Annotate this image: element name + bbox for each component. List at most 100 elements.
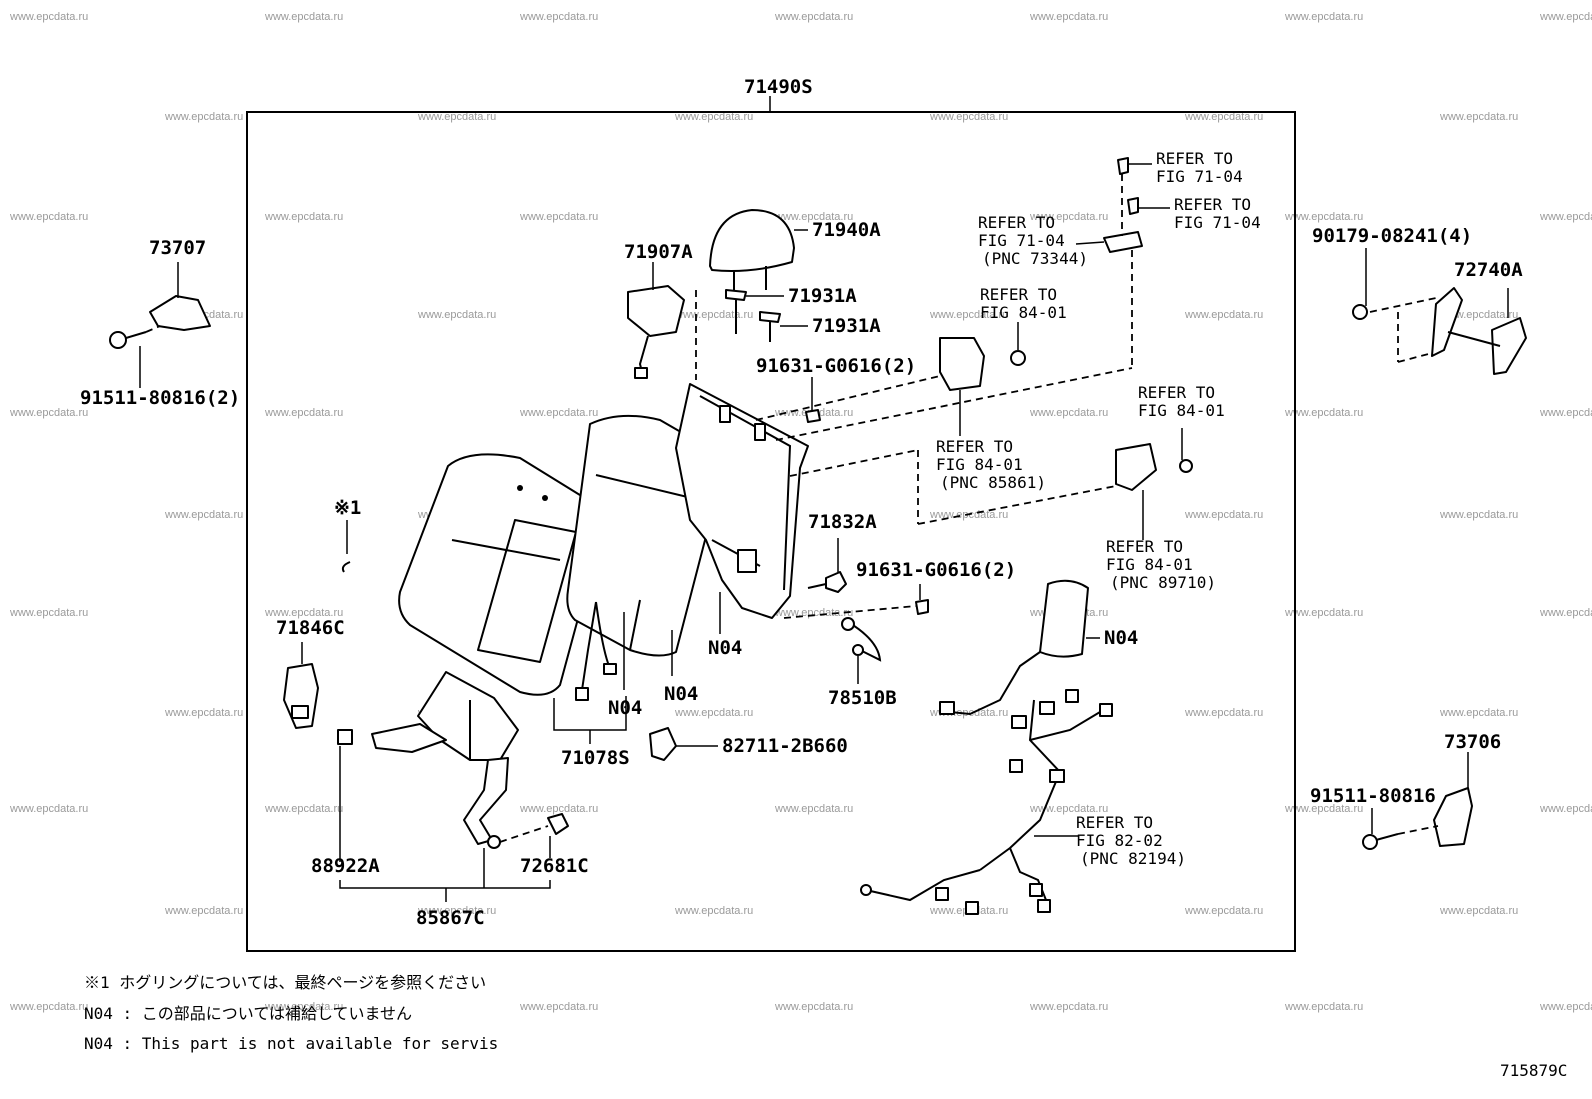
assembly-number[interactable]: 71490S: [744, 76, 813, 98]
watermark-text: www.epcdata.ru: [1439, 111, 1518, 123]
refer-callout-4-line1[interactable]: REFER TO: [980, 285, 1057, 304]
watermark-text: www.epcdata.ru: [9, 1001, 88, 1013]
part-label-72681C[interactable]: 72681C: [520, 855, 589, 877]
part-label-91631-G0616-upper[interactable]: 91631-G0616(2): [756, 355, 916, 377]
refer-callout-2-line2[interactable]: FIG 71-04: [1174, 213, 1261, 232]
part-label-71078S[interactable]: 71078S: [561, 747, 630, 769]
recliner-drawing-72740A[interactable]: [1431, 287, 1527, 375]
watermark-text: www.epcdata.ru: [519, 11, 598, 23]
n04-label-cover[interactable]: N04: [664, 683, 698, 705]
part-label-71907A[interactable]: 71907A: [624, 241, 693, 263]
watermark-text: www.epcdata.ru: [164, 111, 243, 123]
part-label-88922A[interactable]: 88922A: [311, 855, 380, 877]
seat-back-frame-drawing[interactable]: [675, 383, 809, 619]
part-label-73706[interactable]: 73706: [1444, 731, 1501, 753]
part-label-91511-80816-2[interactable]: 91511-80816(2): [80, 387, 240, 409]
refer-callout-5-line1[interactable]: REFER TO: [936, 437, 1013, 456]
cover-drawing-73706[interactable]: [1433, 787, 1473, 847]
watermark-text: www.epcdata.ru: [1284, 11, 1363, 23]
footnote-n04-en: N04 : This part is not available for ser…: [84, 1034, 498, 1053]
watermark-text: www.epcdata.ru: [1539, 211, 1592, 223]
refer-callout-5-line2[interactable]: FIG 84-01: [936, 455, 1023, 474]
part-label-91511-80816[interactable]: 91511-80816: [1310, 785, 1436, 807]
assembly-frame: [246, 111, 1296, 952]
watermark-text: www.epcdata.ru: [417, 905, 496, 917]
watermark-text: www.epcdata.ru: [674, 707, 753, 719]
module-drawing-89710[interactable]: [1115, 443, 1193, 491]
watermark-text: www.epcdata.ru: [264, 11, 343, 23]
clamp-drawing-82711[interactable]: [649, 727, 677, 761]
watermark-text: www.epcdata.ru: [1184, 707, 1263, 719]
part-label-91631-G0616-lower[interactable]: 91631-G0616(2): [856, 559, 1016, 581]
cover-drawing-71846C[interactable]: [283, 663, 319, 729]
refer-callout-1-line1[interactable]: REFER TO: [1156, 149, 1233, 168]
watermark-text: www.epcdata.ru: [1029, 211, 1108, 223]
bolt-drawing-91511-80816-2[interactable]: [109, 331, 147, 349]
refer-callout-3-line2[interactable]: FIG 71-04: [978, 231, 1065, 250]
refer-callout-6-line1[interactable]: REFER TO: [1138, 383, 1215, 402]
headrest-lock-drawing[interactable]: [627, 285, 685, 379]
harness-drawing-78510B[interactable]: [841, 617, 882, 662]
watermark-text: www.epcdata.ru: [1284, 407, 1363, 419]
watermark-text: www.epcdata.ru: [1539, 1001, 1592, 1013]
headrest-drawing[interactable]: [709, 209, 795, 292]
grommet-drawing-72681C[interactable]: [547, 813, 569, 835]
part-label-71931A-lower[interactable]: 71931A: [812, 315, 881, 337]
seat-wire-harness-drawing[interactable]: [860, 579, 1113, 915]
clip-drawing-lower[interactable]: [915, 599, 929, 615]
module-drawing-85861[interactable]: [939, 337, 1026, 391]
watermark-text: www.epcdata.ru: [1439, 707, 1518, 719]
refer-callout-3-line3[interactable]: (PNC 73344): [982, 249, 1088, 268]
watermark-text: www.epcdata.ru: [1184, 509, 1263, 521]
refer-callout-4-line2[interactable]: FIG 84-01: [980, 303, 1067, 322]
refer-callout-8-line1[interactable]: REFER TO: [1076, 813, 1153, 832]
refer-callout-8-line2[interactable]: FIG 82-02: [1076, 831, 1163, 850]
lumbar-support-drawing[interactable]: [337, 671, 519, 849]
nut-drawing-90179[interactable]: [1352, 304, 1368, 320]
n04-label-frame[interactable]: N04: [708, 637, 742, 659]
refer-callout-8-line3[interactable]: (PNC 82194): [1080, 849, 1186, 868]
cover-wire-drawing[interactable]: [575, 601, 617, 701]
refer-callout-3-line1[interactable]: REFER TO: [978, 213, 1055, 232]
cover-drawing-71832A[interactable]: [807, 571, 847, 593]
watermark-text: www.epcdata.ru: [774, 1001, 853, 1013]
part-label-82711-2B660[interactable]: 82711-2B660: [722, 735, 848, 757]
refer-callout-6-line2[interactable]: FIG 84-01: [1138, 401, 1225, 420]
watermark-text: www.epcdata.ru: [1439, 905, 1518, 917]
seat-back-cover-drawing[interactable]: [398, 414, 722, 696]
part-label-71846C[interactable]: 71846C: [276, 617, 345, 639]
n04-label-harness[interactable]: N04: [1104, 627, 1138, 649]
refer-callout-1-line2[interactable]: FIG 71-04: [1156, 167, 1243, 186]
cover-drawing-73707[interactable]: [149, 295, 211, 331]
part-label-85867C[interactable]: 85867C: [416, 907, 485, 929]
part-label-71832A[interactable]: 71832A: [808, 511, 877, 533]
refer-callout-5-line3[interactable]: (PNC 85861): [940, 473, 1046, 492]
part-label-72740A[interactable]: 72740A: [1454, 259, 1523, 281]
watermark-text: www.epcdata.ru: [774, 607, 853, 619]
watermark-text: www.epcdata.ru: [1284, 803, 1363, 815]
footnote-hog-ring: ※1 ホグリングについては、最終ページを参照ください: [84, 973, 486, 992]
n04-label-wire[interactable]: N04: [608, 697, 642, 719]
part-label-71931A-upper[interactable]: 71931A: [788, 285, 857, 307]
bolt-drawing-91511-80816[interactable]: [1362, 833, 1399, 850]
headrest-support-drawing[interactable]: [725, 289, 781, 342]
watermark-text: www.epcdata.ru: [164, 905, 243, 917]
watermark-text: www.epcdata.ru: [1284, 211, 1363, 223]
clip-drawing-upper[interactable]: [805, 409, 821, 423]
refer-callout-7-line3[interactable]: (PNC 89710): [1110, 573, 1216, 592]
hog-ring-mark[interactable]: ※1: [334, 497, 361, 519]
refer-callout-7-line2[interactable]: FIG 84-01: [1106, 555, 1193, 574]
watermark-text: www.epcdata.ru: [1539, 607, 1592, 619]
part-label-71940A[interactable]: 71940A: [812, 219, 881, 241]
bracket-drawing-73344[interactable]: [1103, 157, 1143, 253]
watermark-text: www.epcdata.ru: [264, 803, 343, 815]
watermark-text: www.epcdata.ru: [774, 803, 853, 815]
watermark-text: www.epcdata.ru: [264, 1001, 343, 1013]
part-label-90179-08241-4[interactable]: 90179-08241(4): [1312, 225, 1472, 247]
refer-callout-2-line1[interactable]: REFER TO: [1174, 195, 1251, 214]
refer-callout-7-line1[interactable]: REFER TO: [1106, 537, 1183, 556]
watermark-text: www.epcdata.ru: [674, 309, 753, 321]
part-label-78510B[interactable]: 78510B: [828, 687, 897, 709]
part-label-73707[interactable]: 73707: [149, 237, 206, 259]
watermark-text: www.epcdata.ru: [519, 803, 598, 815]
